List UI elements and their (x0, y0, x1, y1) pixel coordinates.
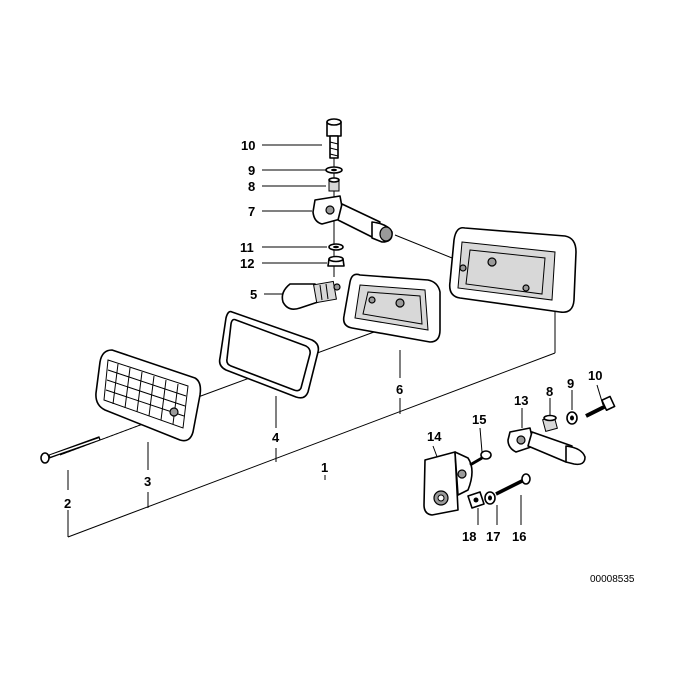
callout-7: 7 (248, 204, 255, 219)
long-screw (40, 436, 101, 464)
top-bushing (328, 177, 340, 192)
gasket (218, 310, 320, 399)
callout-14: 14 (427, 429, 442, 444)
callout-18: 18 (462, 529, 476, 544)
callout-10: 10 (241, 138, 255, 153)
callout-11: 11 (240, 240, 254, 255)
bracket-washer (566, 411, 578, 425)
callout-8b: 8 (546, 384, 553, 399)
callout-1: 1 (321, 460, 328, 475)
lower-screw (495, 473, 531, 496)
lens (95, 349, 202, 442)
reflector (342, 273, 441, 343)
bracket-screw-long (585, 395, 616, 418)
callout-4: 4 (272, 430, 280, 445)
drawing-reference-number: 00008535 (590, 574, 635, 585)
callout-9: 9 (248, 163, 255, 178)
bracket-bushing (542, 414, 558, 432)
top-washer (325, 166, 343, 174)
callout-9b: 9 (567, 376, 574, 391)
callout-13: 13 (514, 393, 528, 408)
callout-16: 16 (512, 529, 526, 544)
callout-2: 2 (64, 496, 71, 511)
lock-washer (328, 243, 344, 251)
bracket-stalk (507, 427, 586, 466)
callout-12: 12 (240, 256, 254, 271)
callout-10b: 10 (588, 368, 602, 383)
callout-3: 3 (144, 474, 151, 489)
top-screw (326, 118, 342, 159)
callout-8: 8 (248, 179, 255, 194)
callout-5: 5 (250, 287, 257, 302)
lower-washer (484, 491, 496, 505)
housing (448, 226, 577, 314)
callout-6: 6 (396, 382, 403, 397)
callout-labels: 10 9 8 7 11 12 5 6 4 3 1 2 14 15 13 8 9 … (64, 138, 602, 544)
hex-nut (327, 255, 345, 267)
callout-15: 15 (472, 412, 486, 427)
bulb (281, 280, 341, 310)
bracket-screw (469, 450, 492, 467)
callout-17: 17 (486, 529, 500, 544)
lower-nut (467, 491, 485, 509)
bracket (423, 451, 473, 516)
mounting-stalk (312, 195, 393, 243)
